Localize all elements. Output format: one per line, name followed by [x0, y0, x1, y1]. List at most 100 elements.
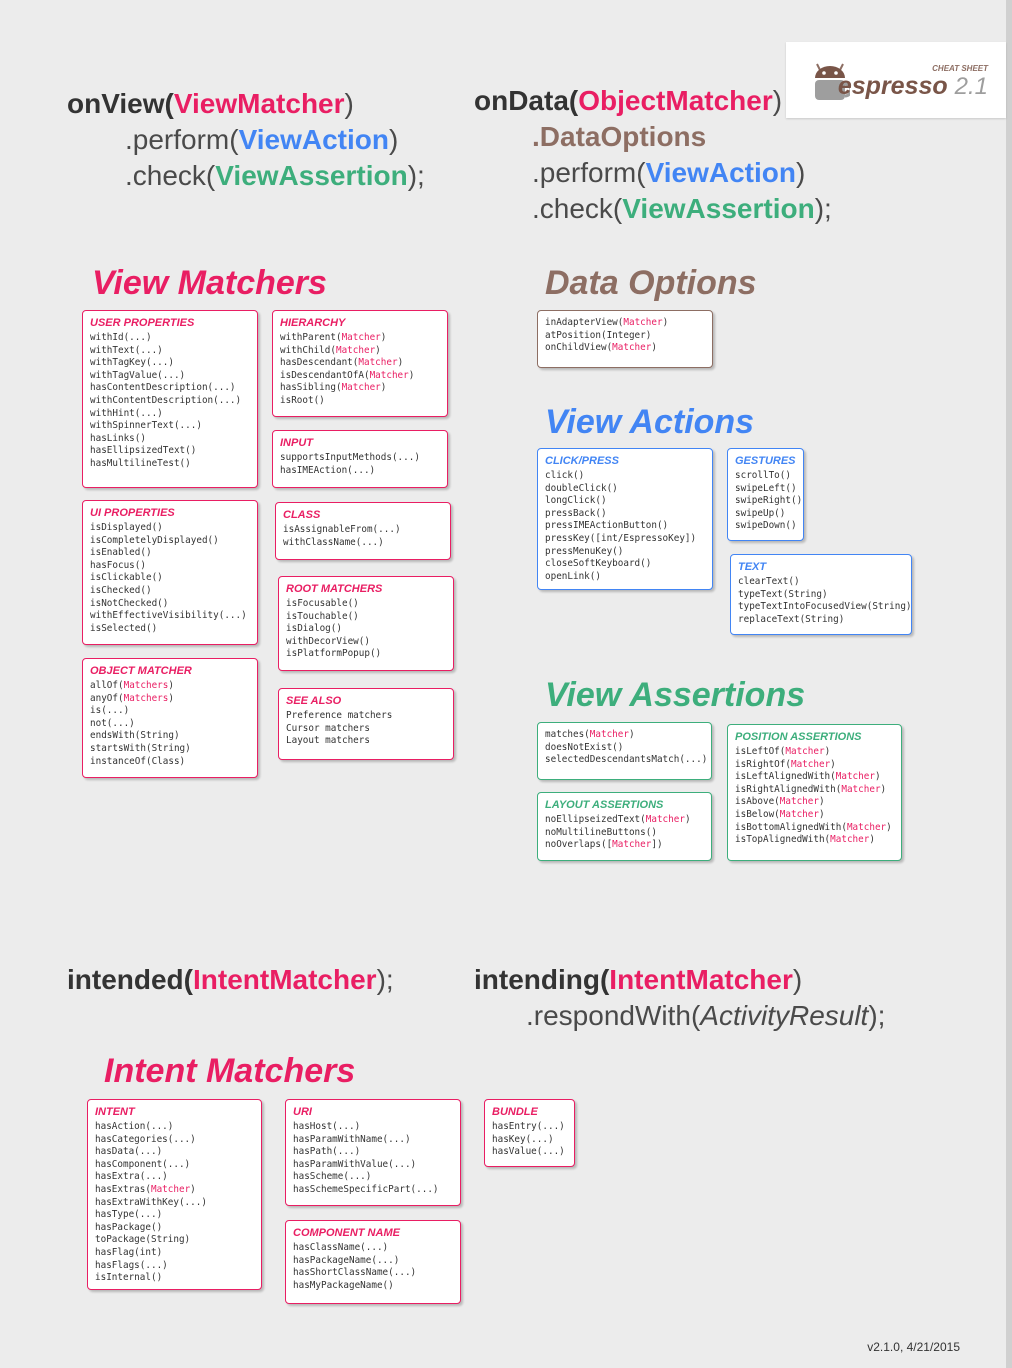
matcher-item: closeSoftKeyboard()	[545, 558, 652, 570]
object-matcher-box: OBJECT MATCHER allOf(Matchers)anyOf(Match…	[82, 658, 258, 778]
uri-heading: URI	[293, 1106, 312, 1118]
component-name-list: hasClassName(...)hasPackageName(...)hasS…	[293, 1242, 453, 1292]
matcher-item: pressIMEActionButton()	[545, 520, 669, 532]
intending-snippet: intending(IntentMatcher) .respondWith(Ac…	[474, 964, 886, 1031]
matcher-item: pressMenuKey()	[545, 545, 624, 557]
matcher-item: instanceOf(Class)	[90, 755, 186, 767]
matcher-item: withId(...)	[90, 332, 152, 343]
matcher-item: withEffectiveVisibility(...)	[90, 610, 247, 622]
matcher-item: isInternal()	[95, 1272, 163, 1284]
matcher-item: startsWith(String)	[90, 742, 191, 754]
see-also-heading: SEE ALSO	[286, 695, 342, 707]
matcher-item: isTopAlignedWith(Matcher)	[735, 834, 875, 846]
matcher-item: supportsInputMethods(...)	[280, 452, 420, 463]
matcher-item: pressBack()	[545, 507, 607, 519]
matcher-item: withDecorView()	[286, 635, 370, 647]
matcher-item: hasExtraWithKey(...)	[95, 1196, 207, 1208]
view-matchers-title: View Matchers	[92, 264, 327, 302]
matcher-item: click()	[545, 470, 585, 481]
object-matcher-heading: OBJECT MATCHER	[90, 665, 192, 677]
matcher-item: hasShortClassName(...)	[293, 1267, 417, 1279]
matcher-item: hasClassName(...)	[293, 1242, 389, 1253]
data-options-box: inAdapterView(Matcher)atPosition(Integer…	[537, 310, 713, 368]
matcher-item: hasFlags(...)	[95, 1259, 168, 1271]
matcher-item: isCompletelyDisplayed()	[90, 534, 219, 546]
matcher-item: openLink()	[545, 570, 601, 582]
matcher-item: swipeUp()	[735, 507, 786, 519]
espresso-logo: CHEAT SHEET espresso 2.1	[786, 42, 1006, 118]
matcher-item: isChecked()	[90, 584, 152, 596]
matcher-item: typeTextIntoFocusedView(String)	[738, 601, 912, 613]
layout-assertions-list: noEllipseizedText(Matcher)noMultilineBut…	[545, 814, 704, 852]
version-footer: v2.1.0, 4/21/2015	[867, 1340, 960, 1354]
matcher-item: hasParamWithValue(...)	[293, 1158, 417, 1170]
user-properties-list: withId(...)withText(...)withTagKey(...) w…	[90, 332, 250, 471]
matcher-item: hasHost(...)	[293, 1121, 361, 1132]
matcher-item: isSelected()	[90, 622, 158, 634]
matcher-item: isClickable()	[90, 572, 163, 584]
uri-list: hasHost(...)hasParamWithName(...)hasPath…	[293, 1121, 453, 1197]
matcher-item: isPlatformPopup()	[286, 648, 382, 660]
view-assertions-title: View Assertions	[545, 676, 806, 714]
matcher-item: isAbove(Matcher)	[735, 796, 825, 808]
matcher-item: scrollTo()	[735, 470, 791, 481]
intent-matchers-title: Intent Matchers	[104, 1052, 356, 1090]
input-list: supportsInputMethods(...)hasIMEAction(..…	[280, 452, 440, 477]
matcher-item: isNotChecked()	[90, 597, 169, 609]
matcher-item: hasCategories(...)	[95, 1133, 196, 1145]
matcher-item: withParent(Matcher)	[280, 332, 387, 343]
matcher-item: hasScheme(...)	[293, 1171, 372, 1183]
matcher-item: hasSibling(Matcher)	[280, 382, 387, 394]
layout-assertions-heading: LAYOUT ASSERTIONS	[545, 799, 664, 811]
matcher-item: hasFocus()	[90, 559, 146, 571]
matcher-item: isLeftOf(Matcher)	[735, 746, 831, 757]
matcher-item: hasKey(...)	[492, 1133, 554, 1145]
matcher-item: selectedDescendantsMatch(...)	[545, 754, 708, 766]
ondata-snippet: onData(ObjectMatcher) .DataOptions .perf…	[474, 85, 832, 224]
matcher-item: doesNotExist()	[545, 741, 624, 753]
matcher-item: allOf(Matchers)	[90, 680, 174, 691]
matcher-item: hasDescendant(Matcher)	[280, 357, 404, 369]
matcher-item: Layout matchers	[286, 735, 370, 747]
matcher-item: is(...)	[90, 705, 130, 717]
matcher-item: hasPackageName(...)	[293, 1254, 400, 1266]
text-list: clearText()typeText(String)typeTextIntoF…	[738, 576, 912, 626]
matcher-item: longClick()	[545, 495, 607, 507]
root-matchers-heading: ROOT MATCHERS	[286, 583, 383, 595]
matcher-item: inAdapterView(Matcher)	[545, 317, 669, 328]
matcher-item: clearText()	[738, 576, 800, 587]
hierarchy-heading: HIERARCHY	[280, 317, 346, 329]
intended-snippet: intended(IntentMatcher);	[67, 964, 394, 995]
matcher-item: hasAction(...)	[95, 1121, 174, 1132]
uri-box: URI hasHost(...)hasParamWithName(...)hasP…	[285, 1099, 461, 1206]
matcher-item: onChildView(Matcher)	[545, 342, 657, 354]
matcher-item: isDisplayed()	[90, 522, 163, 533]
matcher-item: hasFlag(int)	[95, 1246, 163, 1258]
matcher-item: hasPath(...)	[293, 1146, 361, 1158]
matcher-item: noOverlaps([Matcher])	[545, 839, 663, 851]
object-matcher-list: allOf(Matchers)anyOf(Matchers)is(...)not…	[90, 680, 250, 768]
matcher-item: withTagKey(...)	[90, 357, 174, 369]
class-list: isAssignableFrom(...)withClassName(...)	[283, 524, 443, 549]
matcher-item: hasEntry(...)	[492, 1121, 565, 1132]
cheat-sheet-label: CHEAT SHEET	[932, 64, 988, 73]
matcher-item: noMultilineButtons()	[545, 826, 657, 838]
bundle-heading: BUNDLE	[492, 1106, 538, 1118]
layout-assertions-box: LAYOUT ASSERTIONS noEllipseizedText(Match…	[537, 792, 712, 861]
matcher-item: hasExtras(Matcher)	[95, 1183, 196, 1195]
matcher-item: Preference matchers	[286, 710, 393, 721]
matcher-item: replaceText(String)	[738, 613, 845, 625]
matcher-item: hasIMEAction(...)	[280, 464, 376, 476]
ui-properties-list: isDisplayed()isCompletelyDisplayed()isEn…	[90, 522, 250, 635]
matcher-item: withContentDescription(...)	[90, 394, 242, 406]
matcher-item: withText(...)	[90, 344, 163, 356]
matcher-item: doubleClick()	[545, 482, 618, 494]
